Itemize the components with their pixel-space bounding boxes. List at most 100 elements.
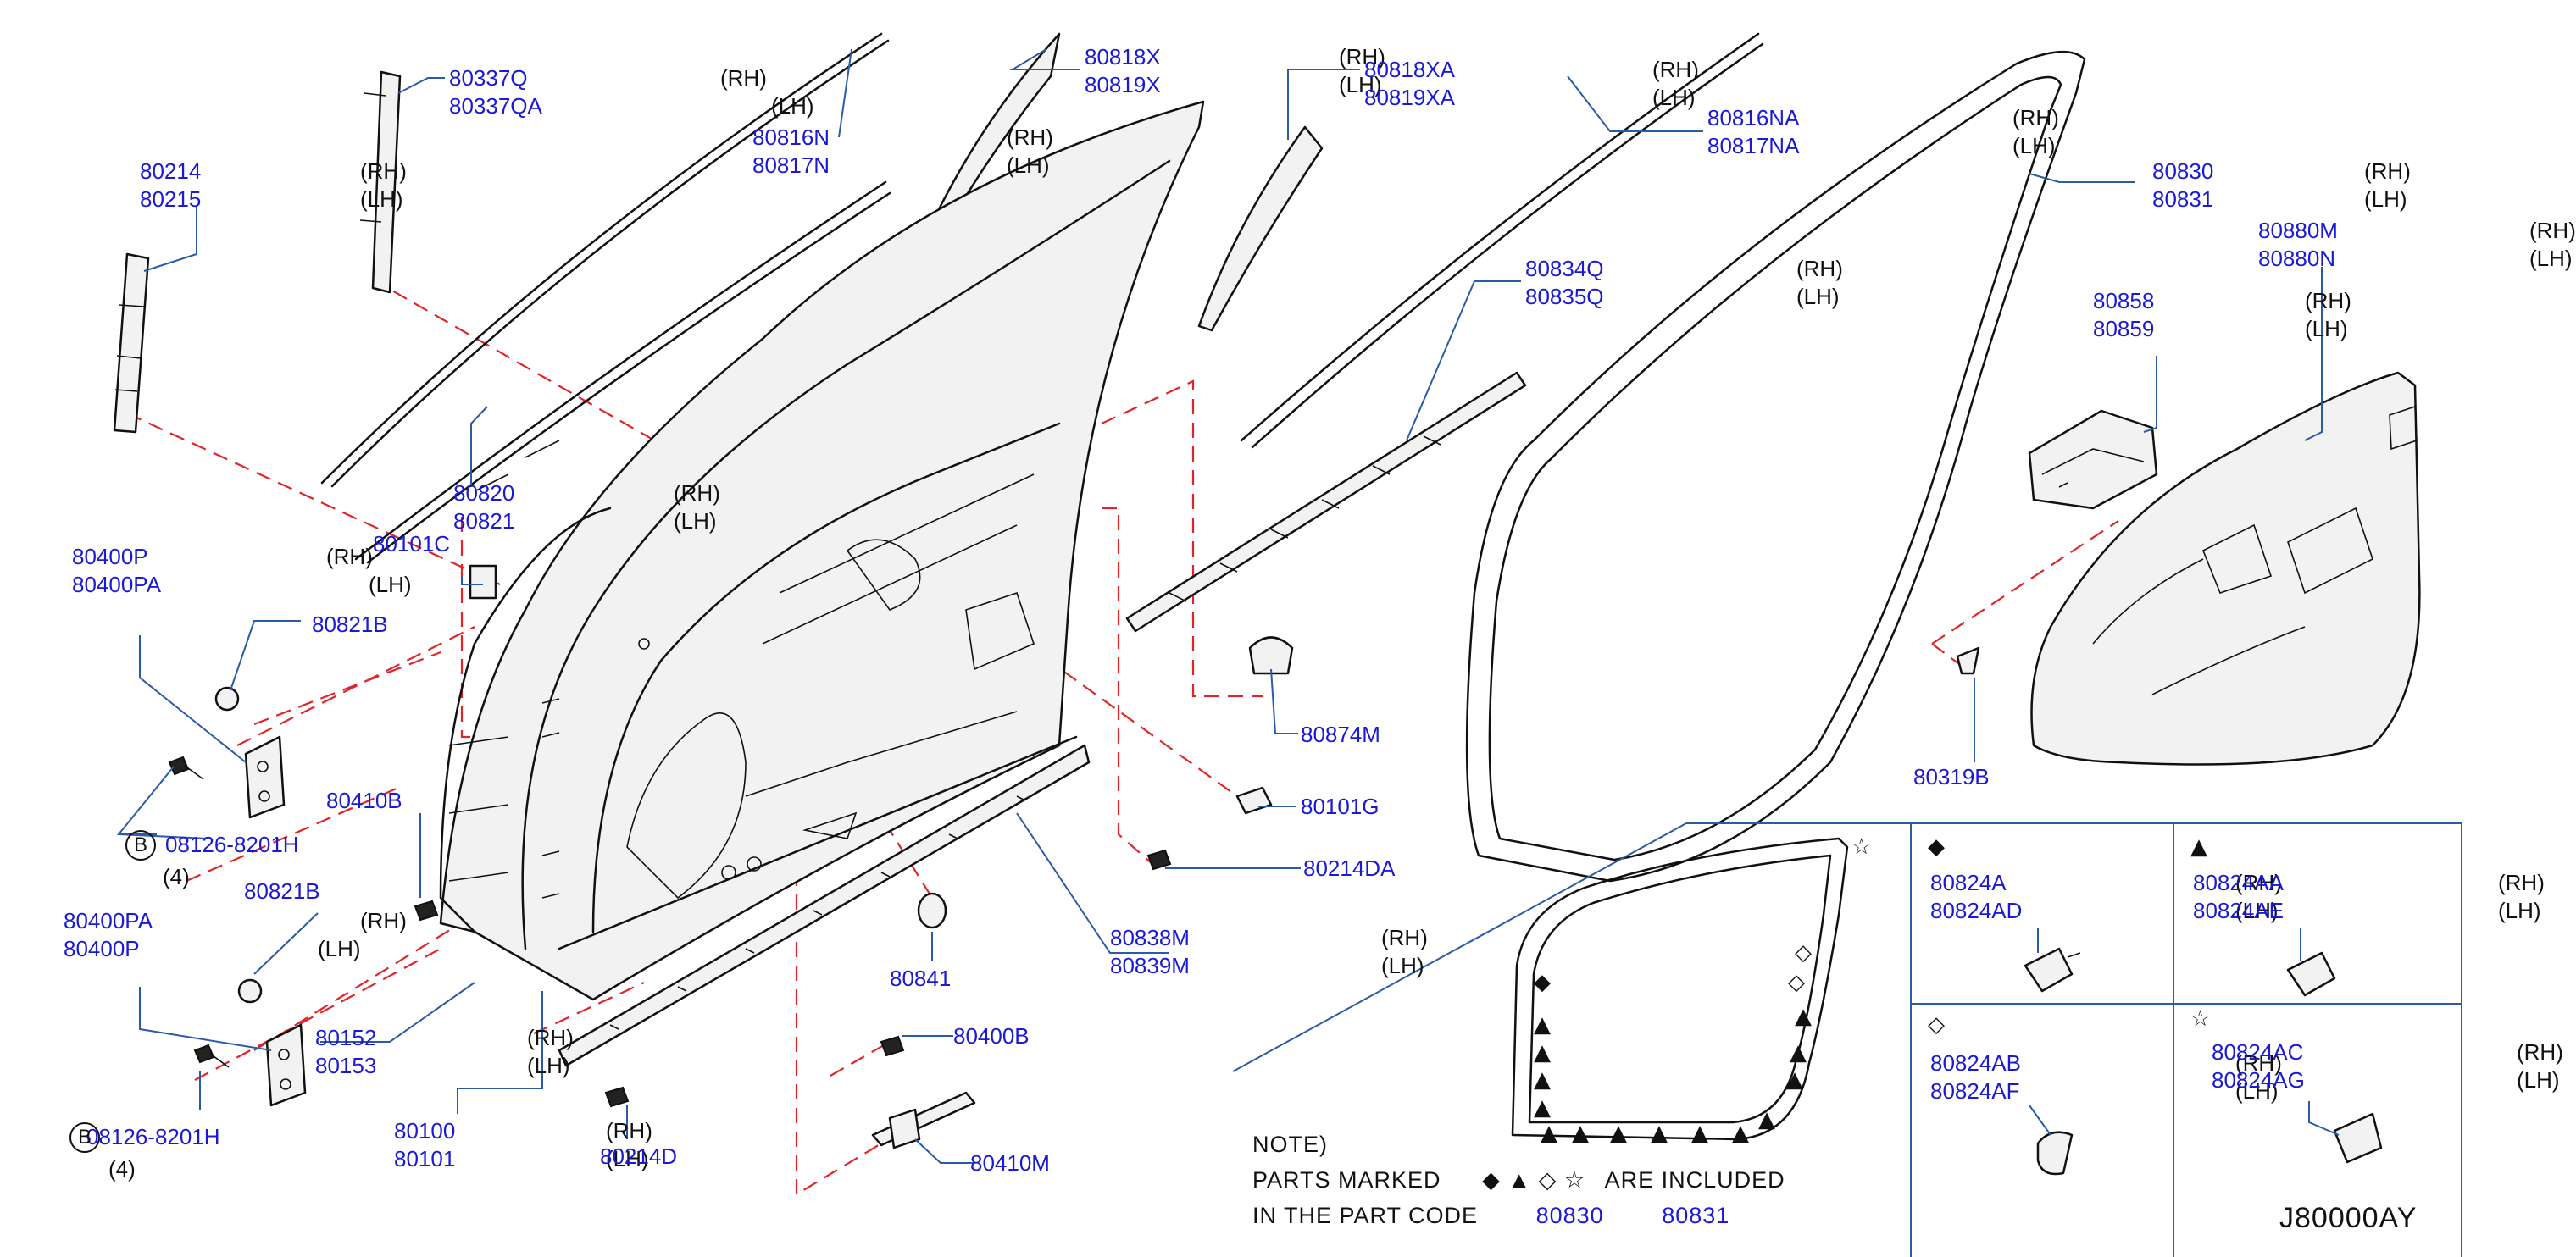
door-outer-skin-80152 [439,507,612,933]
triangle-mark: ▲ [1534,1095,1551,1121]
part-label: 80101(LH) [394,1144,649,1173]
part-number: 80824AF [1930,1078,2020,1104]
part-label: 80824AG (LH) [2212,1066,2560,1094]
inset-mark-locations [1232,822,2462,1257]
side-label: (LH) [1381,953,1424,978]
side-label: (RH) [2235,870,2282,895]
side-label: (LH) [369,572,412,597]
legend-filled-diamond: ◆ [1928,834,1945,860]
side-label: (RH) [1007,125,1053,150]
part-number: 80880M [2258,218,2338,243]
door-parts-diagram: .ln{fill:none;stroke:#111;stroke-width:2… [113,32,2462,1257]
part-number: 80880N [2258,246,2336,271]
part-label: 80858(RH) [2093,286,2351,315]
part-label: 80821(LH) [453,507,717,535]
part-label: 80101G [1301,792,1380,821]
part-number: 80152 [315,1025,377,1050]
triangle-mark: ▲ [1534,1040,1551,1066]
open-diamond-mark: ◇ [1795,940,1812,966]
part-label: 80410B [326,786,402,815]
part-label: 80152(RH) [315,1023,574,1052]
side-label: (RH) [2498,870,2545,895]
part-label: 80400PA(RH) [64,906,407,935]
part-label: 80874M [1301,720,1380,749]
part-label: 80830(RH) [2152,157,2411,186]
side-label: (RH) [606,1118,652,1143]
part-number: 80819X [1085,72,1161,97]
note-code-a: 80830 [1535,1203,1604,1228]
triangle-mark: ▲ [1610,1121,1627,1146]
pull-handle-bracket-80858 [2028,409,2158,510]
triangle-mark: ▲ [1572,1121,1589,1146]
part-number: 80830 [2152,158,2214,184]
part-number: 80824AG [2212,1067,2305,1093]
triangle-mark: ▲ [1732,1121,1749,1146]
part-number: 80824AA [2193,870,2284,895]
side-label: (LH) [2012,133,2056,158]
quantity: (4) [163,864,190,889]
note-open-diamond: ◇ [1538,1167,1557,1193]
part-number: 80100 [394,1118,456,1143]
part-label: 80410M [970,1149,1050,1177]
part-number: 80821B [312,612,388,637]
belt-moulding-80834Q [1125,371,1527,633]
part-label: 80816NA(RH) [1707,103,2059,132]
part-number: 80874M [1301,722,1380,747]
part-number: 80337QA [449,93,542,119]
note-line1-suffix: ARE INCLUDED [1604,1167,1785,1193]
part-number: 80400PA [72,572,162,597]
window-channel-80337Q [359,70,402,294]
part-label: 80400P(RH) [72,542,373,571]
part-label: 80817NA(LH) [1707,131,2056,160]
diagram-code: J80000AY [2279,1202,2418,1234]
triangle-mark: ▲ [1534,1067,1551,1093]
part-number: 80841 [890,966,952,991]
side-label: (LH) [674,508,717,534]
part-number: 80319B [1913,764,1990,789]
part-label: 80834Q(RH) [1525,254,1843,283]
part-number: 80859 [2093,316,2155,341]
note-line1: PARTS MARKED ◆ ▲ ◇ ☆ ARE INCLUDED [1252,1166,1785,1194]
part-label: 80824AE(LH) [2193,896,2541,925]
part-label: 80859(LH) [2093,314,2348,343]
side-label: (LH) [2517,1067,2560,1093]
part-label: 80400P(LH) [64,934,361,963]
door-panel-80100 [439,100,1205,1001]
clip-80824AB [2036,1131,2074,1176]
upper-hinge-80400P [244,735,286,819]
triangle-mark: ▲ [1691,1121,1708,1146]
side-label: (LH) [318,936,361,961]
part-label: 80153(LH) [315,1051,570,1080]
part-label: 80400B [953,1022,1030,1050]
triangle-mark: ▲ [1651,1121,1668,1146]
filled-diamond-mark: ◆ [1534,970,1551,995]
triangle-mark: ▲ [1790,1040,1807,1066]
side-label: (LH) [1652,85,1696,110]
part-number: 80858 [2093,288,2155,313]
side-label: (RH) [720,65,767,91]
part-number: 80838M [1110,925,1190,950]
part-number: 80214D [600,1143,678,1169]
part-label: 80319B [1913,762,1990,791]
part-label: 80818X(RH) [1085,42,1385,71]
part-number: 80215 [140,186,202,212]
side-label: (RH) [1796,256,1843,281]
part-label: 80824AA(RH) [2193,868,2545,897]
part-number: 80818XA [1364,57,1455,82]
part-number: 80101 [394,1146,456,1171]
side-label: (LH) [2529,246,2573,271]
side-label: (RH) [1381,925,1428,950]
triangle-mark: ▲ [1534,1012,1551,1038]
quantity: (4) [108,1156,136,1182]
assembly-dashed-lines [126,279,2119,1196]
side-label: (LH) [1796,284,1840,309]
note-line2-prefix: IN THE PART CODE [1252,1203,1479,1228]
note-line2: IN THE PART CODE 80830 80831 [1252,1201,1729,1230]
leader-lines [116,48,2323,1164]
part-number: 80831 [2152,186,2214,212]
note-filled-triangle: ▲ [1507,1167,1532,1193]
part-number: 80824AC [2212,1039,2304,1065]
part-label: 80839M(LH) [1110,951,1424,980]
side-label: (RH) [326,544,373,569]
note-title: NOTE) [1252,1132,1328,1157]
